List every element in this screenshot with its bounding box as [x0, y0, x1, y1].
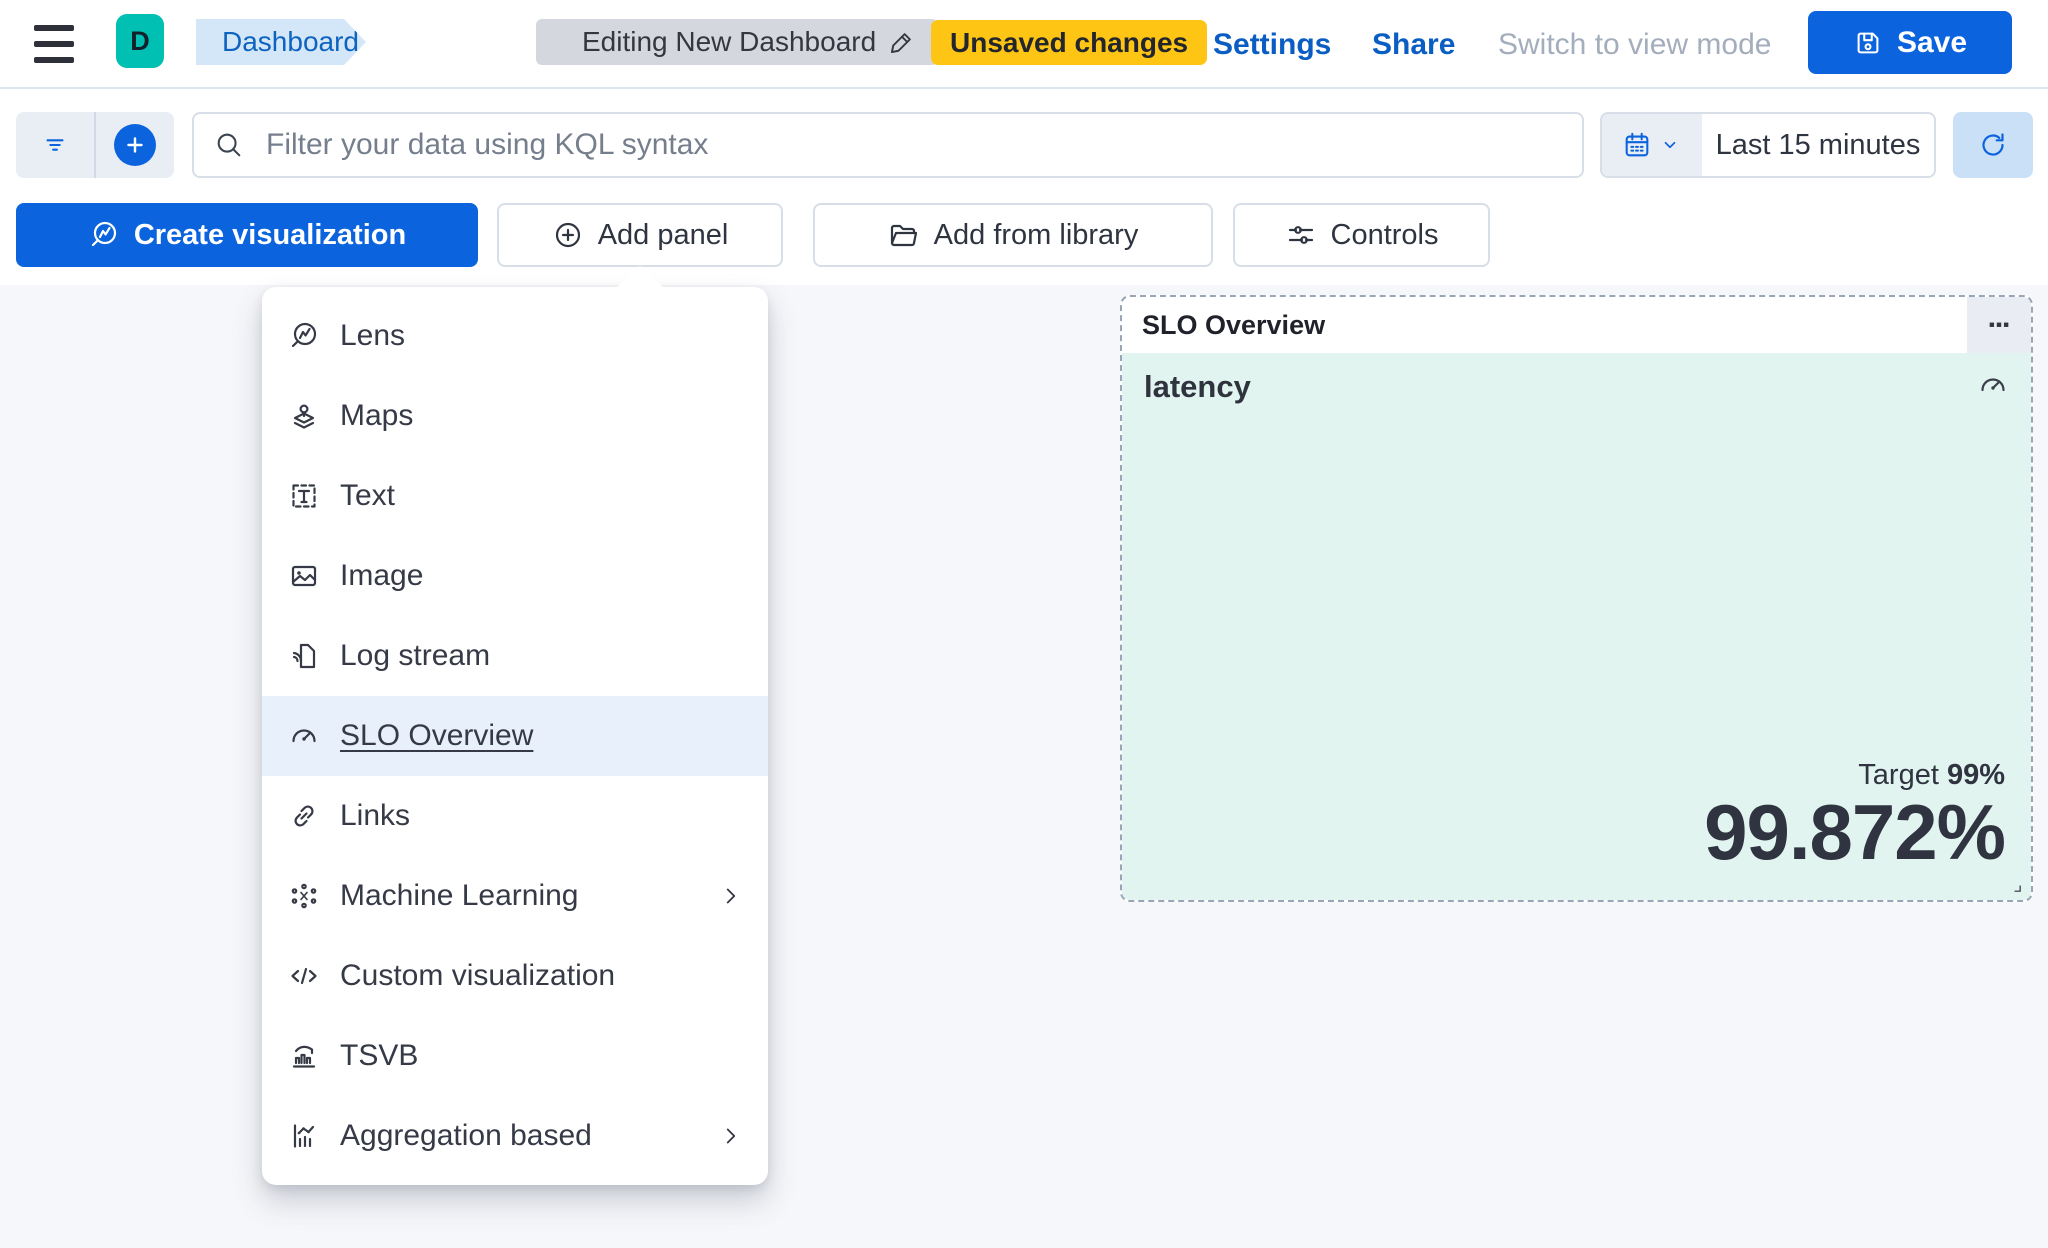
breadcrumb-root-label: Dashboard — [222, 26, 359, 57]
folder-icon — [888, 219, 920, 251]
menu-item-label: Lens — [340, 319, 406, 352]
panel-title: SLO Overview — [1142, 309, 1326, 340]
save-button-label: Save — [1896, 25, 1968, 59]
lens-icon — [88, 219, 120, 251]
breadcrumb-root[interactable]: Dashboard — [196, 19, 366, 65]
log-stream-icon — [288, 640, 320, 672]
popover-arrow — [617, 266, 663, 287]
aggregation-icon — [288, 1120, 320, 1152]
filter-icon — [40, 130, 70, 160]
breadcrumb-current-label: Editing New Dashboard — [582, 26, 877, 57]
chevron-right-icon — [718, 883, 744, 909]
menu-item-label: Custom visualization — [340, 959, 616, 992]
pencil-icon — [888, 28, 916, 56]
slo-target-value: 99% — [1946, 759, 2005, 792]
menu-item-machine-learning[interactable]: Machine Learning — [262, 856, 768, 936]
add-filter-plus-button[interactable] — [94, 112, 174, 178]
lens-icon — [288, 320, 320, 352]
share-link[interactable]: Share — [1372, 27, 1456, 61]
refresh-button[interactable] — [1953, 112, 2033, 178]
plus-icon — [114, 124, 156, 166]
menu-hamburger-icon[interactable] — [34, 25, 74, 63]
slo-name: latency — [1144, 369, 1251, 404]
time-range-button[interactable]: Last 15 minutes — [1715, 128, 1921, 161]
refresh-icon — [1977, 129, 2009, 161]
panel-options-button[interactable] — [1967, 297, 2031, 353]
menu-item-text[interactable]: Text — [262, 456, 768, 536]
menu-item-maps[interactable]: Maps — [262, 376, 768, 456]
panel-header: SLO Overview — [1122, 297, 2031, 353]
menu-item-image[interactable]: Image — [262, 536, 768, 616]
unsaved-changes-badge: Unsaved changes — [931, 20, 1208, 65]
slo-overview-panel[interactable]: SLO Overview latency Target 99% 99.872% — [1120, 295, 2033, 902]
text-icon — [288, 480, 320, 512]
chevron-down-icon — [1658, 133, 1682, 157]
create-visualization-label: Create visualization — [133, 218, 407, 251]
tsvb-icon — [288, 1040, 320, 1072]
image-icon — [288, 560, 320, 592]
menu-item-label: Log stream — [340, 639, 491, 672]
sliders-icon — [1285, 219, 1317, 251]
search-icon — [214, 130, 244, 160]
machine-learning-icon — [288, 880, 320, 912]
save-icon — [1853, 28, 1883, 58]
save-button[interactable]: Save — [1808, 11, 2012, 74]
controls-button[interactable]: Controls — [1233, 203, 1490, 267]
add-panel-button[interactable]: Add panel — [497, 203, 783, 267]
menu-item-label: TSVB — [340, 1039, 419, 1072]
boxes-horizontal-icon — [1986, 312, 2012, 338]
calendar-icon — [1622, 130, 1652, 160]
link-icon — [288, 800, 320, 832]
menu-item-label: SLO Overview — [340, 719, 534, 752]
kql-search-bar — [192, 112, 1584, 178]
add-panel-label: Add panel — [597, 218, 729, 251]
filter-button-group — [16, 112, 174, 178]
date-picker-button[interactable] — [1602, 114, 1702, 176]
top-header: D Editing New Dashboard Dashboard Unsave… — [0, 0, 2048, 89]
gauge-icon — [288, 720, 320, 752]
menu-item-label: Aggregation based — [340, 1119, 592, 1152]
add-filter-button[interactable] — [16, 112, 94, 178]
slo-panel-body: latency Target 99% 99.872% — [1122, 353, 2031, 900]
time-picker: Last 15 minutes — [1600, 112, 1936, 178]
menu-item-label: Image — [340, 559, 424, 592]
menu-item-label: Text — [340, 479, 396, 512]
menu-item-tsvb[interactable]: TSVB — [262, 1016, 768, 1096]
menu-item-links[interactable]: Links — [262, 776, 768, 856]
slo-metrics: Target 99% 99.872% — [1704, 759, 2006, 877]
create-visualization-button[interactable]: Create visualization — [16, 203, 478, 267]
maps-icon — [288, 400, 320, 432]
slo-target-label: Target — [1858, 759, 1939, 792]
slo-value: 99.872% — [1704, 788, 2006, 877]
menu-item-label: Machine Learning — [340, 879, 579, 912]
chevron-right-icon — [718, 1123, 744, 1149]
add-from-library-button[interactable]: Add from library — [813, 203, 1213, 267]
menu-item-custom-visualization[interactable]: Custom visualization — [262, 936, 768, 1016]
menu-item-slo-overview[interactable]: SLO Overview — [262, 696, 768, 776]
menu-item-aggregation-based[interactable]: Aggregation based — [262, 1096, 768, 1176]
deployment-avatar[interactable]: D — [116, 14, 164, 68]
kql-search-input[interactable] — [266, 128, 1562, 162]
switch-view-mode-link[interactable]: Switch to view mode — [1498, 27, 1772, 61]
menu-item-label: Maps — [340, 399, 414, 432]
code-icon — [288, 960, 320, 992]
settings-link[interactable]: Settings — [1213, 27, 1332, 61]
controls-label: Controls — [1330, 218, 1439, 251]
breadcrumb-current[interactable]: Editing New Dashboard — [536, 19, 939, 65]
gauge-icon — [1977, 369, 2009, 401]
resize-handle-icon[interactable] — [2005, 876, 2023, 894]
plus-in-circle-icon — [552, 219, 584, 251]
menu-item-lens[interactable]: Lens — [262, 296, 768, 376]
menu-item-log-stream[interactable]: Log stream — [262, 616, 768, 696]
add-from-library-label: Add from library — [933, 218, 1139, 251]
menu-item-label: Links — [340, 799, 411, 832]
